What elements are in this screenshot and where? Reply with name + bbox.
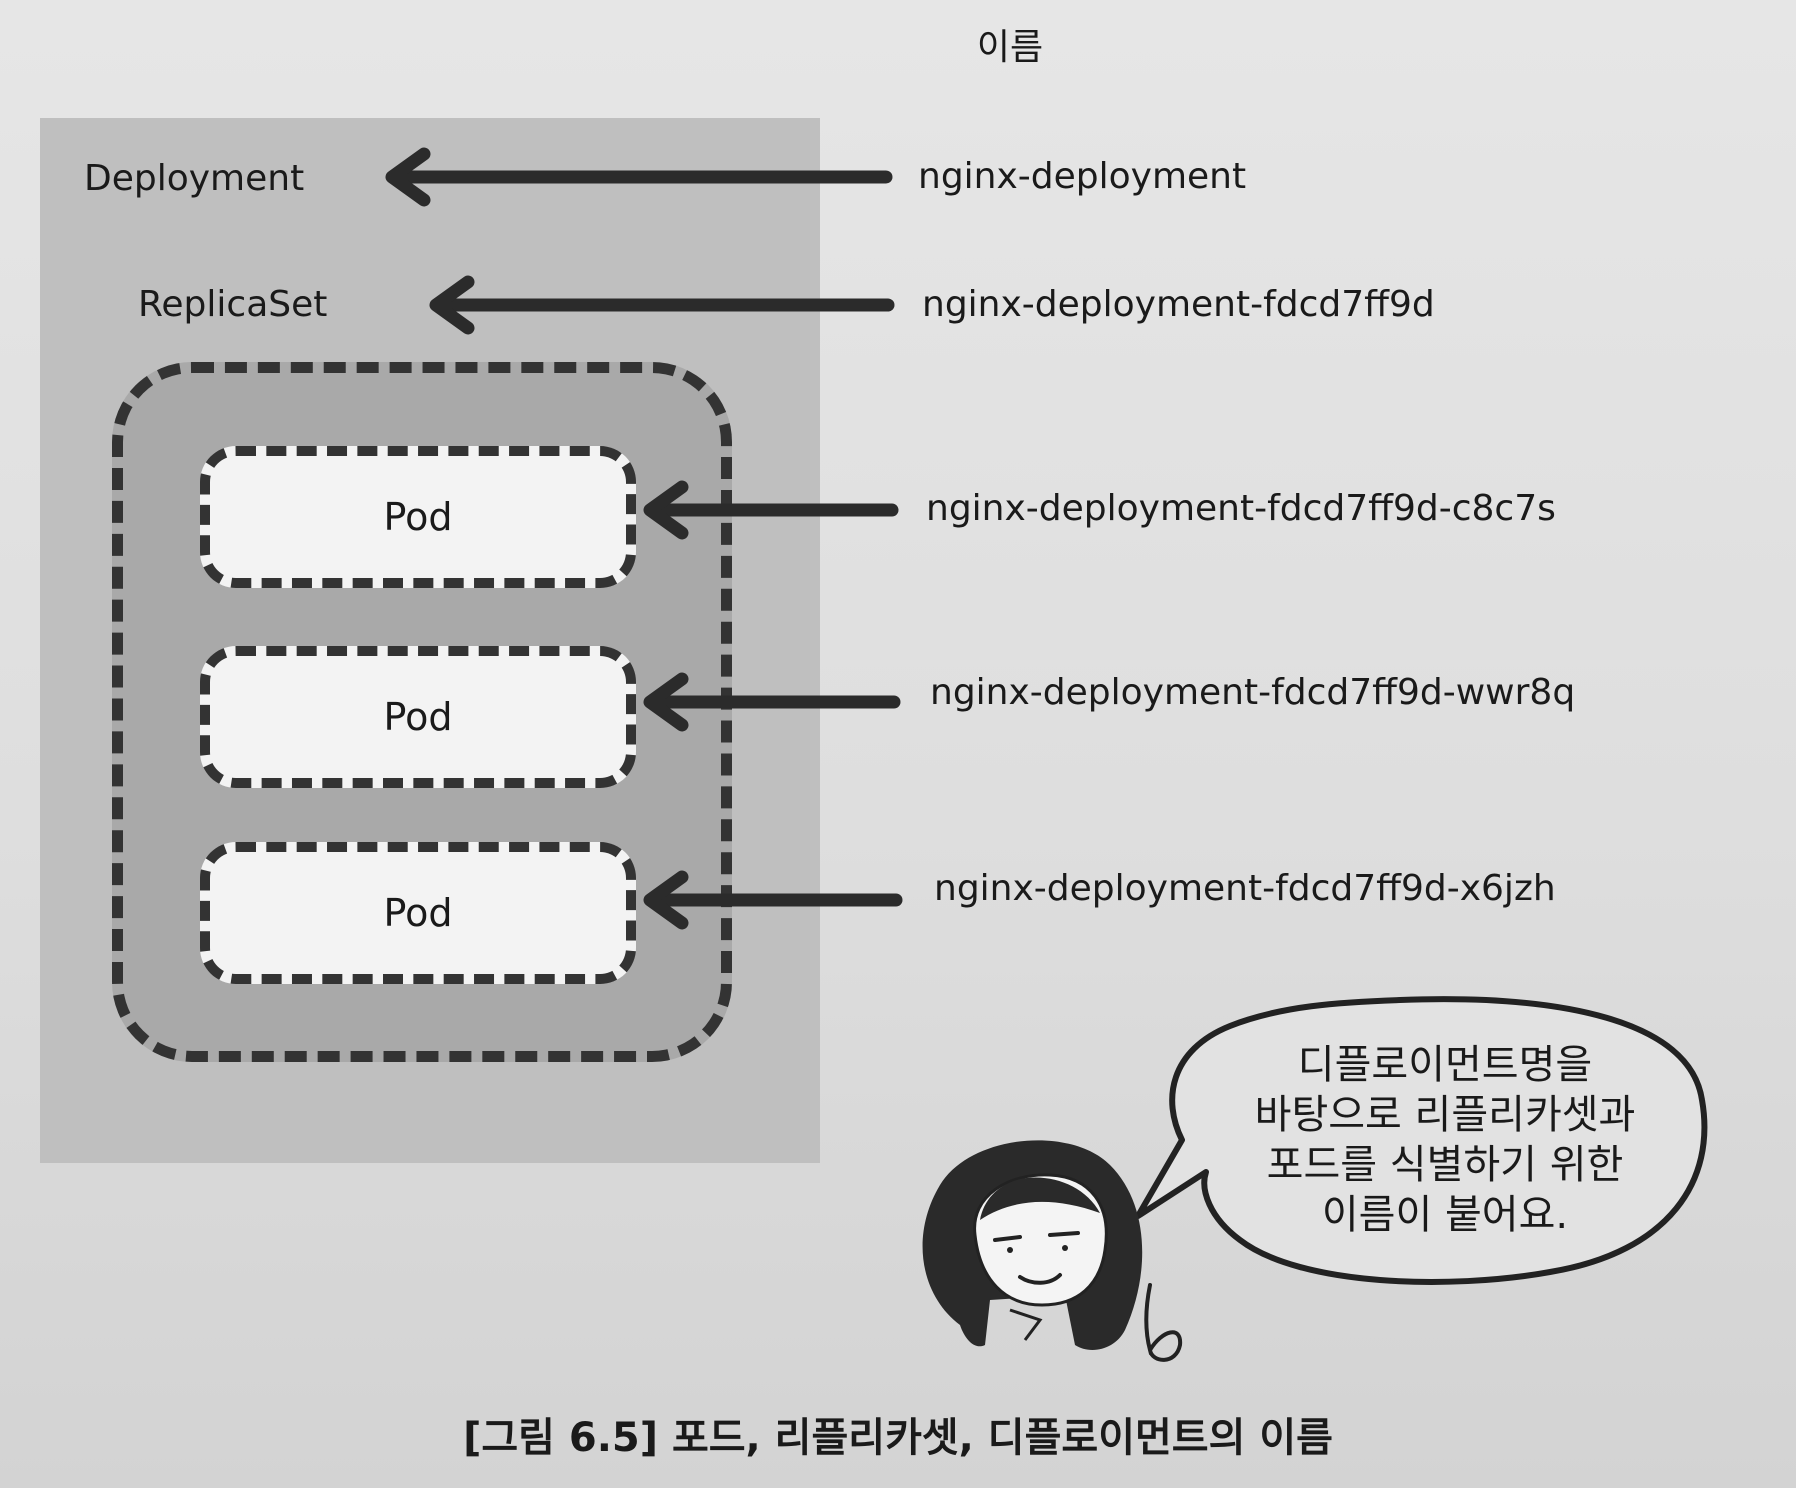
bubble-line-3: 포드를 식별하기 위한 (1266, 1142, 1624, 1188)
pod-label-3: Pod (383, 891, 453, 935)
figure-caption: [그림 6.5] 포드, 리플리카셋, 디플로이먼트의 이름 (463, 1415, 1333, 1461)
pod-label-1: Pod (383, 495, 453, 539)
pod-box-3: Pod (200, 842, 636, 984)
deployment-name: nginx-deployment (918, 156, 1247, 197)
arrow-pod-3 (643, 870, 903, 930)
header-title: 이름 (976, 27, 1044, 68)
speech-bubble (1135, 996, 1708, 1285)
bubble-line-2: 바탕으로 리플리카셋과 (1254, 1092, 1636, 1138)
deployment-label: Deployment (84, 158, 305, 199)
pod-name-2: nginx-deployment-fdcd7ff9d-wwr8q (930, 672, 1576, 713)
bubble-line-1: 디플로이먼트명을 (1297, 1042, 1593, 1088)
speech-bubble-text: 디플로이먼트명을 바탕으로 리플리카셋과 포드를 식별하기 위한 이름이 붙어요… (1230, 1040, 1660, 1240)
pod-box-1: Pod (200, 446, 636, 588)
replicaset-label: ReplicaSet (138, 284, 328, 325)
arrow-pod-1 (643, 480, 899, 540)
pod-name-3: nginx-deployment-fdcd7ff9d-x6jzh (934, 868, 1556, 909)
arrow-deployment (385, 147, 893, 207)
arrow-replicaset (429, 275, 895, 335)
pod-box-2: Pod (200, 646, 636, 788)
arrow-pod-2 (643, 672, 901, 732)
replicaset-name: nginx-deployment-fdcd7ff9d (922, 284, 1435, 325)
pod-label-2: Pod (383, 695, 453, 739)
pod-name-1: nginx-deployment-fdcd7ff9d-c8c7s (926, 488, 1556, 529)
bubble-line-4: 이름이 붙어요. (1321, 1192, 1569, 1238)
character-illustration (922, 1140, 1183, 1362)
